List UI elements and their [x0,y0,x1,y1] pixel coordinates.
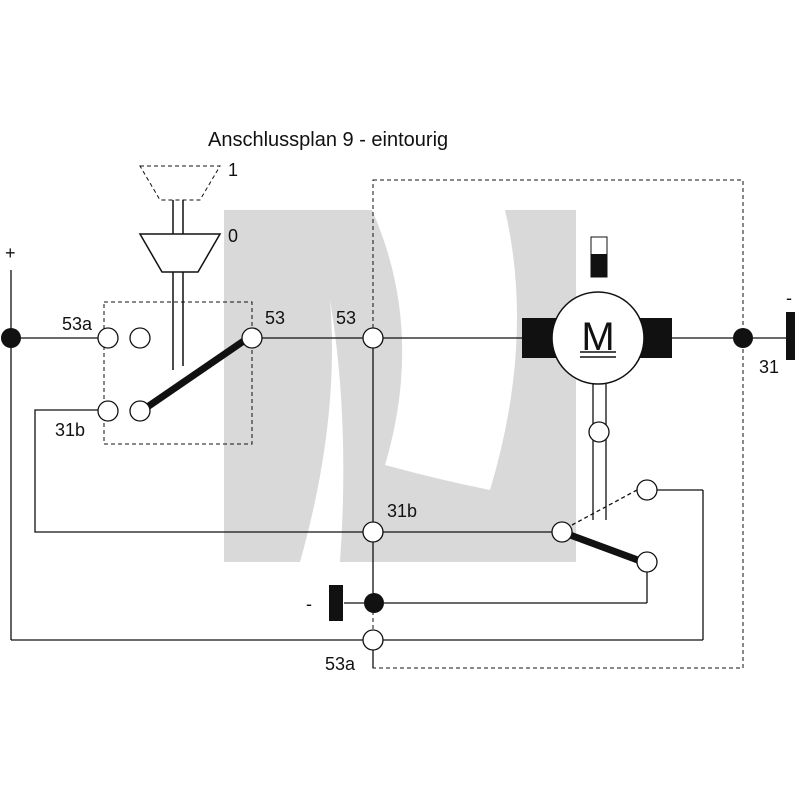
terminal-park-common [551,521,573,543]
terminal-ground-junction [364,593,384,613]
plus-label: + [5,243,16,263]
terminal-53a-switch-2 [129,327,151,349]
motor-body [551,291,645,385]
minus-bottom-label: - [306,594,312,614]
motor-ground-symbol [590,236,608,278]
terminal-53-motor [362,327,384,349]
terminal-53a-bottom-label: 53a [325,654,356,674]
ground-bar-bottom [329,585,343,621]
terminal-park-lower [636,551,658,573]
terminal-park-upper [636,479,658,501]
terminal-31b-left-label: 31b [55,420,85,440]
terminal-31b-switch [97,400,119,422]
switch-knob-position-1 [139,165,221,201]
ground-bar-right [786,312,795,360]
park-switch-lever [558,528,647,566]
terminal-53-switch [241,327,263,349]
terminal-31-junction [733,328,753,348]
terminal-31b-motor [362,521,384,543]
watermark-logo [224,210,576,562]
switch-lever [136,334,252,416]
motor: M [522,291,672,385]
switch-knob-position-0 [138,233,222,273]
terminal-31b-bottom-label: 31b [387,501,417,521]
position-1-label: 1 [228,160,238,180]
terminal-53-switch-label: 53 [265,308,285,328]
terminal-31-right-label: 31 [759,357,779,377]
terminal-53-motor-label: 53 [336,308,356,328]
terminal-plus-junction [1,328,21,348]
position-0-label: 0 [228,226,238,246]
terminal-53a-left-label: 53a [62,314,93,334]
terminal-31b-switch-2 [129,400,151,422]
terminal-motor-shaft [588,421,610,443]
switch-housing-box [103,301,253,445]
terminal-53a-switch [97,327,119,349]
diagram-title: Anschlussplan 9 - eintourig [208,129,448,151]
minus-right-label: - [786,288,792,308]
terminal-53a-motor [362,629,384,651]
